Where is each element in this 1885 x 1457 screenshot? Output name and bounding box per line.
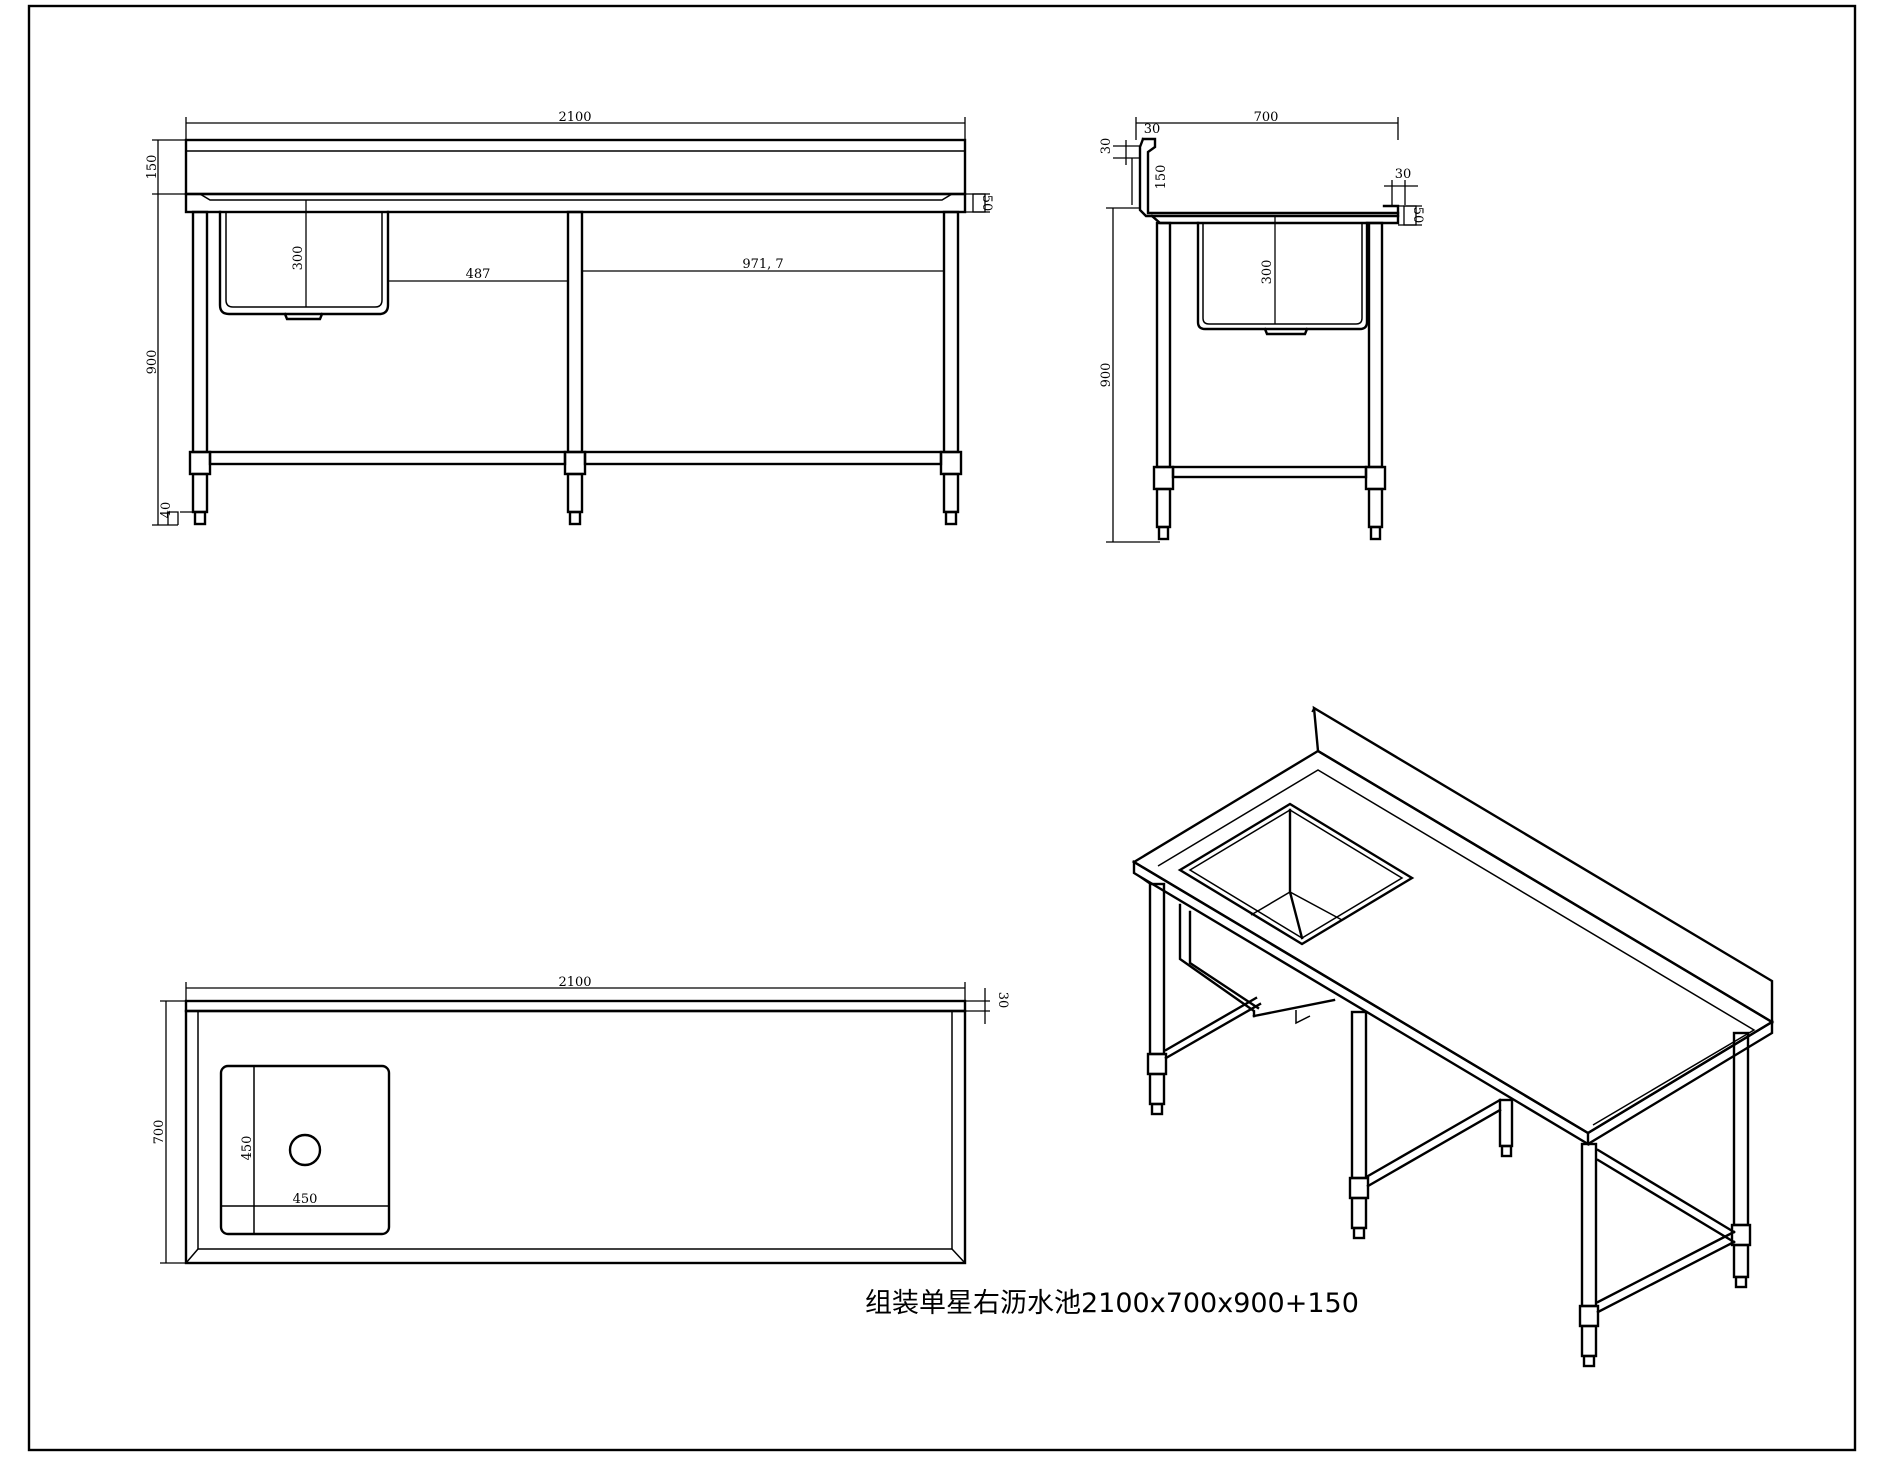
- top-dim-width: 2100: [558, 975, 591, 990]
- side-dim-front-lip: 30: [1395, 167, 1412, 182]
- side-dim-depth: 700: [1254, 110, 1279, 125]
- top-dim-bowl-h: 450: [240, 1136, 255, 1161]
- side-dim-back-lip-h: 30: [1099, 138, 1114, 155]
- iso-leg-front-left: [1146, 882, 1168, 1116]
- drain-hole: [288, 1133, 322, 1167]
- front-dim-bowl-depth: 300: [291, 246, 306, 271]
- drawing-caption: 组装单星右沥水池2100x700x900+150: [865, 1288, 1359, 1319]
- iso-leg-front-mid: [1348, 1010, 1370, 1240]
- side-dim-edge: 50: [1410, 207, 1425, 224]
- isometric-view: [1131, 705, 1775, 1368]
- front-dim-height: 900: [145, 350, 160, 375]
- top-dim-rim: 30: [995, 992, 1010, 1009]
- sheet-border: [27, 4, 1857, 1452]
- front-dim-span-right: 971, 7: [742, 257, 783, 272]
- iso-leg-back-mid: [1498, 1098, 1514, 1158]
- side-dim-back-lip-w: 30: [1144, 122, 1161, 137]
- iso-leg-front-right: [1578, 1142, 1600, 1368]
- front-dim-backsplash: 150: [145, 155, 160, 180]
- side-dim-height: 900: [1099, 363, 1114, 388]
- front-dim-width: 2100: [558, 110, 591, 125]
- side-dim-backsplash: 150: [1154, 165, 1169, 190]
- top-dim-depth: 700: [152, 1120, 167, 1145]
- side-dim-bowl-depth: 300: [1260, 260, 1275, 285]
- top-view: 2100 30 700 450 450: [152, 975, 1010, 1265]
- front-dim-span-left: 487: [466, 267, 491, 282]
- front-view: 2100 150 900 50: [145, 110, 994, 526]
- iso-leg-back-right: [1730, 1031, 1752, 1289]
- side-view: 700 30 30 150 30 50: [1099, 110, 1425, 543]
- front-dim-foot: 40: [159, 502, 174, 519]
- top-dim-bowl-w: 450: [293, 1192, 318, 1207]
- front-dim-edge: 50: [979, 195, 994, 212]
